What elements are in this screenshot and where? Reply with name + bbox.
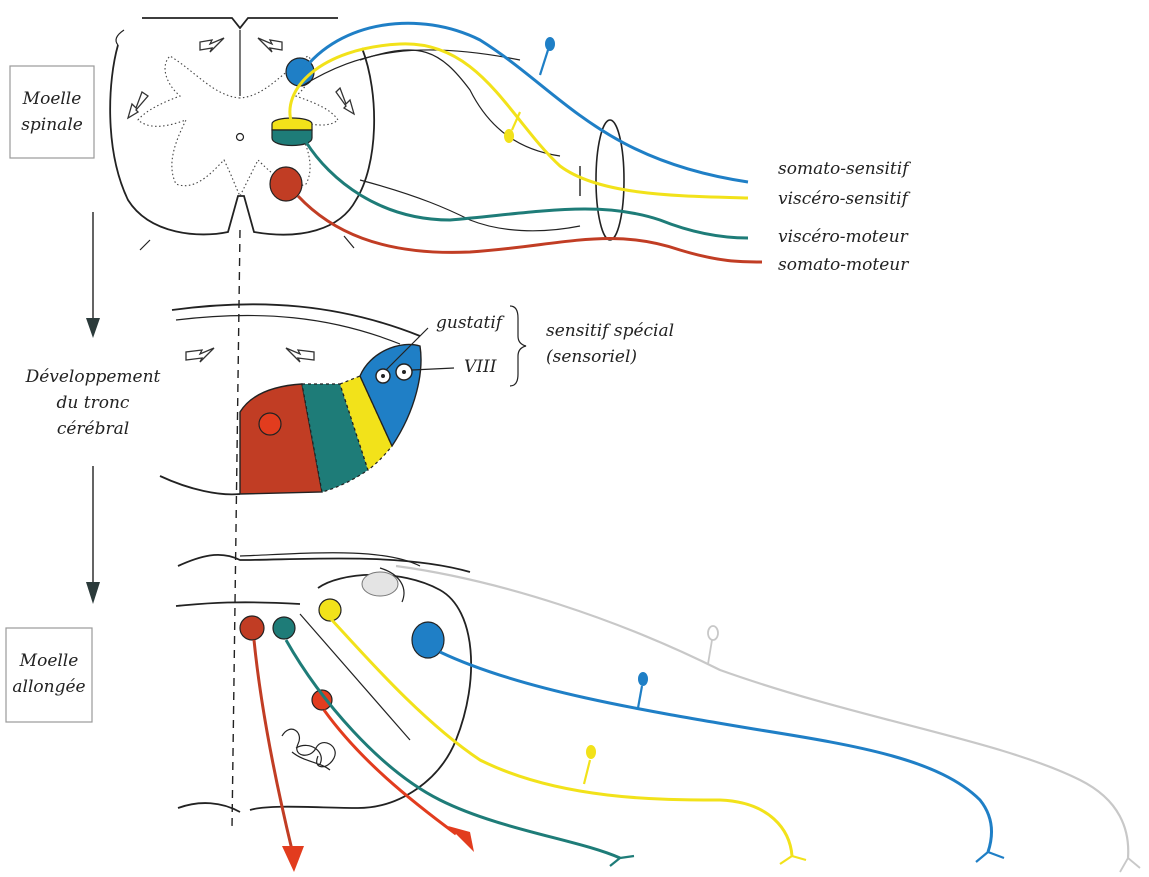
label-viii: VIII xyxy=(464,357,497,377)
somato-motor-nucleus xyxy=(240,616,264,640)
stage-label-line-1: Moelle xyxy=(22,89,82,109)
somato-motor-fiber xyxy=(254,640,292,850)
ganglion-cell-icon xyxy=(586,745,596,759)
spinal-cord-outline xyxy=(110,18,374,235)
label-gustatif: gustatif xyxy=(436,313,505,333)
stage-label-line-2: spinale xyxy=(21,115,83,135)
special-labels: gustatif VIII sensitif spécial (sensorie… xyxy=(436,313,674,377)
stage-label-line-1: Moelle xyxy=(19,651,79,671)
stage-label-line-2: allongée xyxy=(12,677,85,697)
stage-arrow-1 xyxy=(86,212,100,338)
special-sensory-nucleus xyxy=(362,572,398,596)
nerve-ring xyxy=(596,120,624,240)
migration-arrow-icon xyxy=(286,348,314,362)
stage-label-moelle-allongee: Moelle allongée xyxy=(6,628,92,722)
medulla-fibers xyxy=(254,566,1140,872)
migration-arrow-icon xyxy=(186,348,214,362)
migration-arrow-icon xyxy=(200,38,224,52)
medulla-section xyxy=(176,553,471,812)
migration-arrow-icon xyxy=(258,38,282,52)
bracket xyxy=(510,306,526,386)
somato-motor-fiber xyxy=(298,196,762,262)
inferior-olive xyxy=(282,729,335,770)
viscero-sensitive-nucleus xyxy=(319,599,341,621)
midline xyxy=(232,230,240,828)
label-viscero-sensitif: viscéro-sensitif xyxy=(778,189,911,209)
viscero-sensitive-fiber xyxy=(330,618,792,856)
somato-motor-nucleus xyxy=(270,167,302,201)
stage-arrow-2 xyxy=(86,466,100,604)
stage-label-developpement: Développement du tronc cérébral xyxy=(25,367,161,439)
label-viscero-moteur: viscéro-moteur xyxy=(778,227,909,247)
label-somato-sensitif: somato-sensitif xyxy=(778,159,911,179)
label-somato-moteur: somato-moteur xyxy=(778,255,909,275)
special-sensory-fiber xyxy=(396,566,1128,858)
somato-sensitive-nucleus xyxy=(412,622,444,658)
stage-label-line-2: du tronc xyxy=(57,393,130,413)
motor-arrowhead-icon xyxy=(282,846,304,872)
migration-arrow-icon xyxy=(128,92,148,118)
label-sensoriel: (sensoriel) xyxy=(546,347,637,367)
migration-arrow-icon xyxy=(336,88,354,114)
ganglion-cell-icon xyxy=(638,672,648,686)
viscero-motor-nucleus xyxy=(273,617,295,639)
central-canal xyxy=(237,134,244,141)
ganglion-cell-icon xyxy=(708,626,718,640)
viscero-motor-fiber xyxy=(306,142,748,238)
stage-label-line-3: cérébral xyxy=(57,419,129,439)
ganglion-cell-icon xyxy=(545,37,555,51)
stage-label-moelle-spinale: Moelle spinale xyxy=(10,66,94,158)
ganglion-cell-icon xyxy=(504,129,514,143)
viscero-motor-fiber xyxy=(286,640,620,858)
somato-sensitive-fiber xyxy=(440,652,992,852)
motor-nucleus-dot xyxy=(259,413,281,435)
stage-label-line-1: Développement xyxy=(25,367,161,387)
fiber-labels: somato-sensitif viscéro-sensitif viscéro… xyxy=(778,159,911,275)
label-sensitif-special: sensitif spécial xyxy=(546,321,674,341)
